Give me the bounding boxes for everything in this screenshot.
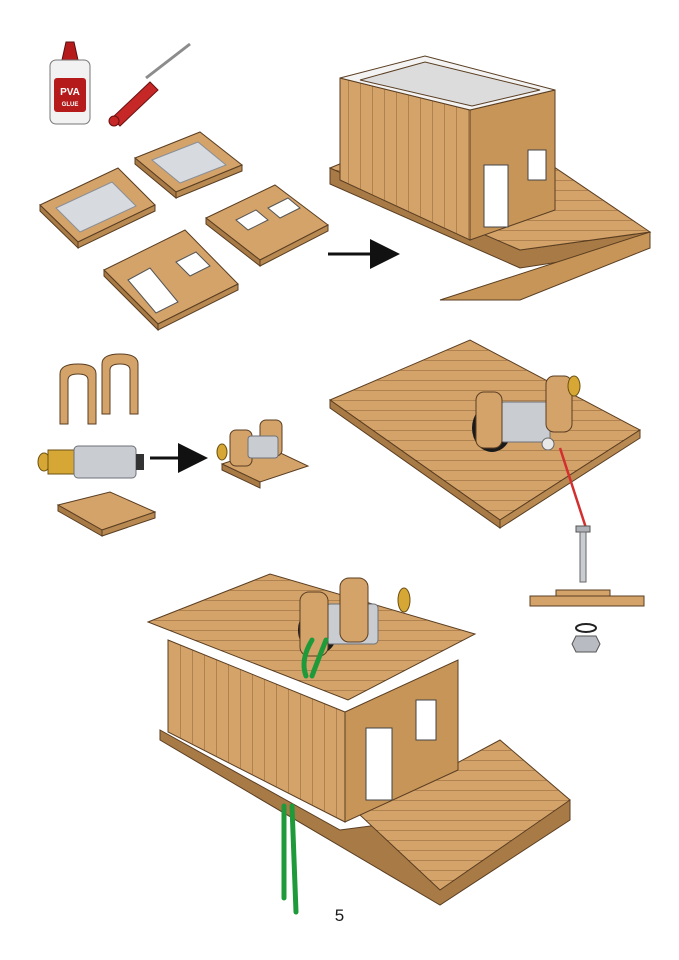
motor-bracket-2 <box>101 353 139 415</box>
wall-panel-3 <box>205 184 329 268</box>
final-motor <box>298 577 411 657</box>
final-hut-door <box>365 727 393 801</box>
wall-panel-2 <box>134 131 243 200</box>
hut-window <box>527 149 547 181</box>
screw-pointer-line <box>558 447 588 529</box>
glue-label-text: GLUE <box>62 102 79 108</box>
assembled-hut <box>328 55 652 301</box>
screwdriver-icon <box>108 42 191 127</box>
motor-bracket-1 <box>59 363 97 425</box>
washer-icon <box>575 623 597 633</box>
dc-motor <box>37 445 144 479</box>
page-number: 5 <box>334 906 345 925</box>
mounting-screw <box>575 525 591 583</box>
glue-bottle: PVA GLUE <box>49 41 91 125</box>
wall-panel-4 <box>103 229 239 332</box>
glue-brand-text: PVA <box>60 87 80 98</box>
motor-base-plate <box>56 491 157 537</box>
section-plate <box>529 589 645 607</box>
green-wires <box>281 637 329 915</box>
mounted-motor <box>472 375 581 452</box>
nut-icon <box>571 635 601 653</box>
hut-door <box>483 164 509 228</box>
wall-panel-1 <box>39 167 156 250</box>
final-hut-window <box>415 699 437 741</box>
assembled-motor-mount <box>216 419 310 489</box>
